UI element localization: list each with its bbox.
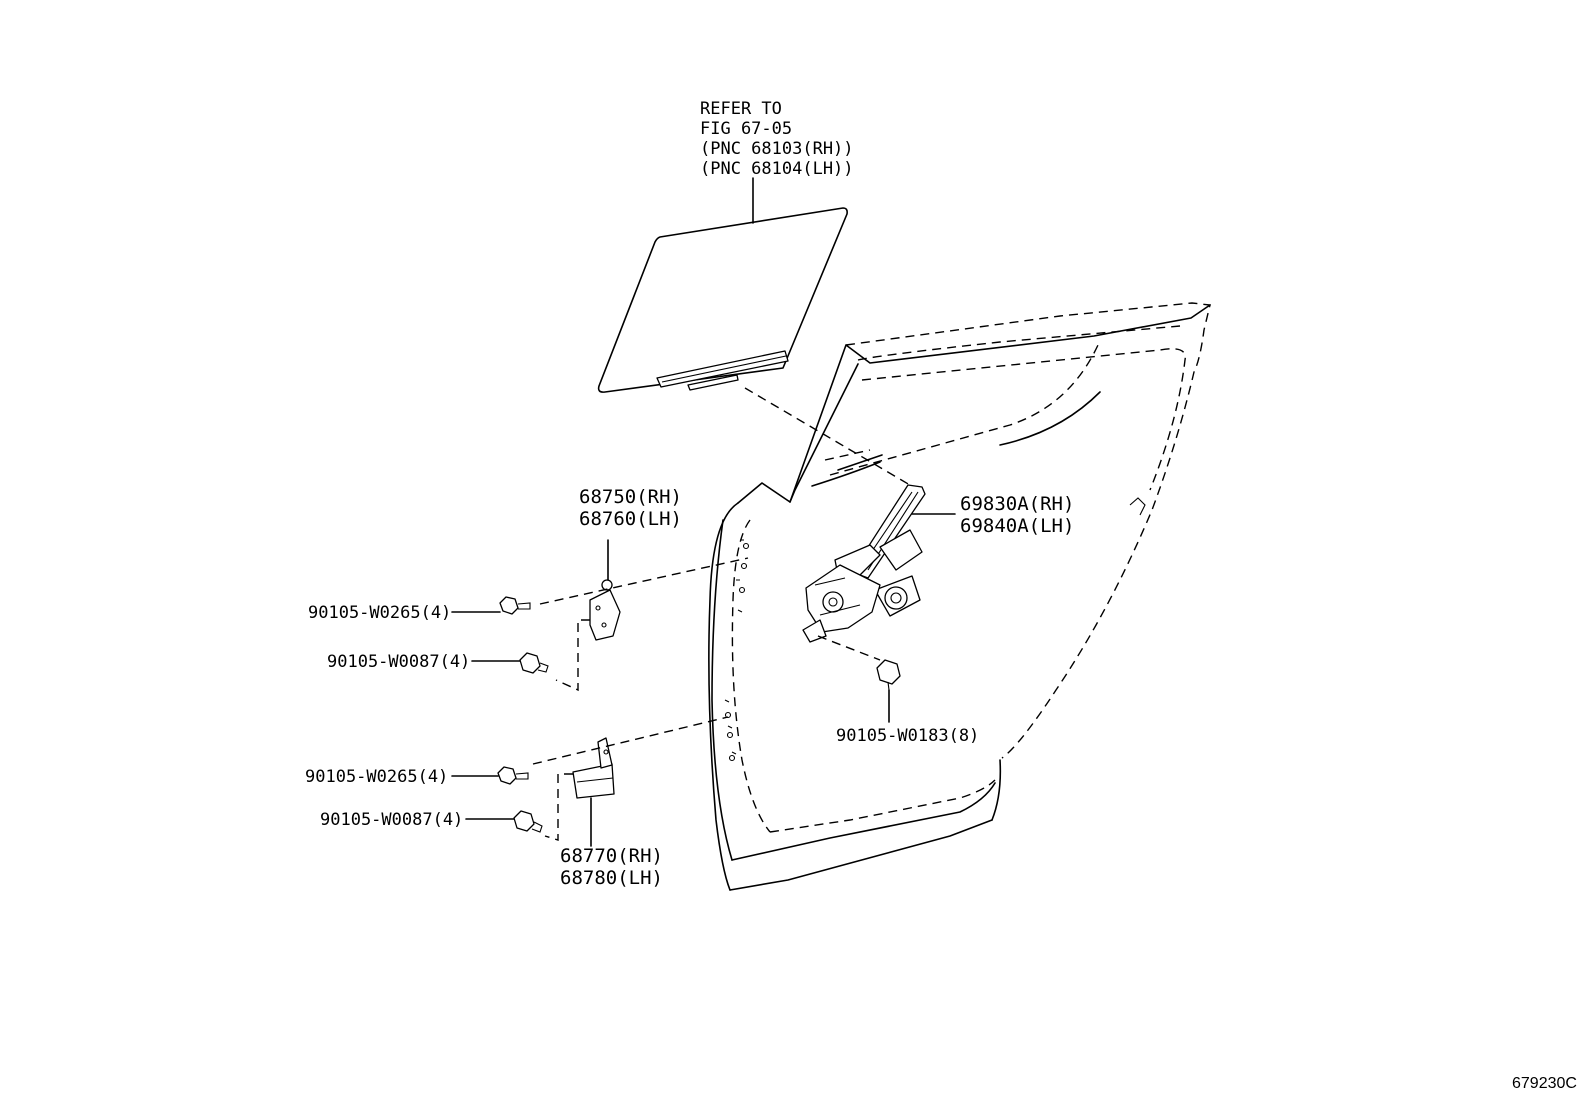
lower-hinge-dash-1 [532,716,729,765]
rear-door-panel[interactable] [708,302,1211,891]
upper-hinge-lh-label[interactable]: 68760(LH) [579,508,682,530]
upper-hinge-dash-2 [555,619,590,692]
lower-hinge-lh-label[interactable]: 68780(LH) [560,867,663,889]
lower-bolt-2-icon[interactable] [513,810,543,833]
regulator-bolt-dash [817,635,881,661]
lower-hinge[interactable] [572,737,615,799]
lower-bolt-1-label[interactable]: 90105-W0265(4) [305,767,448,787]
regulator-bolt-icon[interactable] [876,659,901,691]
upper-hinge-dash-1 [539,557,749,605]
glass-ref-line-1: REFER TO [700,99,782,119]
lower-hinge-rh-label[interactable]: 68770(RH) [560,845,663,867]
upper-bolt-1-label[interactable]: 90105-W0265(4) [308,603,451,623]
lower-bolt-2-label[interactable]: 90105-W0087(4) [320,810,463,830]
upper-bolt-2-label[interactable]: 90105-W0087(4) [327,652,470,672]
figure-code: 679230C [1512,1075,1577,1092]
upper-bolt-1-icon[interactable] [499,596,531,615]
upper-hinge[interactable] [589,579,621,641]
lower-hinge-dash-2 [544,773,573,841]
upper-hinge-rh-label[interactable]: 68750(RH) [579,486,682,508]
upper-bolt-2-icon[interactable] [519,652,549,674]
door-glass[interactable] [597,207,848,393]
regulator-lh-label[interactable]: 69840A(LH) [960,515,1074,537]
glass-ref-line-2: FIG 67-05 [700,119,792,139]
window-regulator[interactable] [802,484,926,643]
glass-ref-line-4: (PNC 68104(LH)) [700,159,854,179]
glass-to-regulator-line [744,387,916,489]
regulator-rh-label[interactable]: 69830A(RH) [960,493,1074,515]
glass-ref-line-3: (PNC 68103(RH)) [700,139,854,159]
regulator-bolt-label[interactable]: 90105-W0183(8) [836,726,979,746]
lower-bolt-1-icon[interactable] [497,766,529,785]
